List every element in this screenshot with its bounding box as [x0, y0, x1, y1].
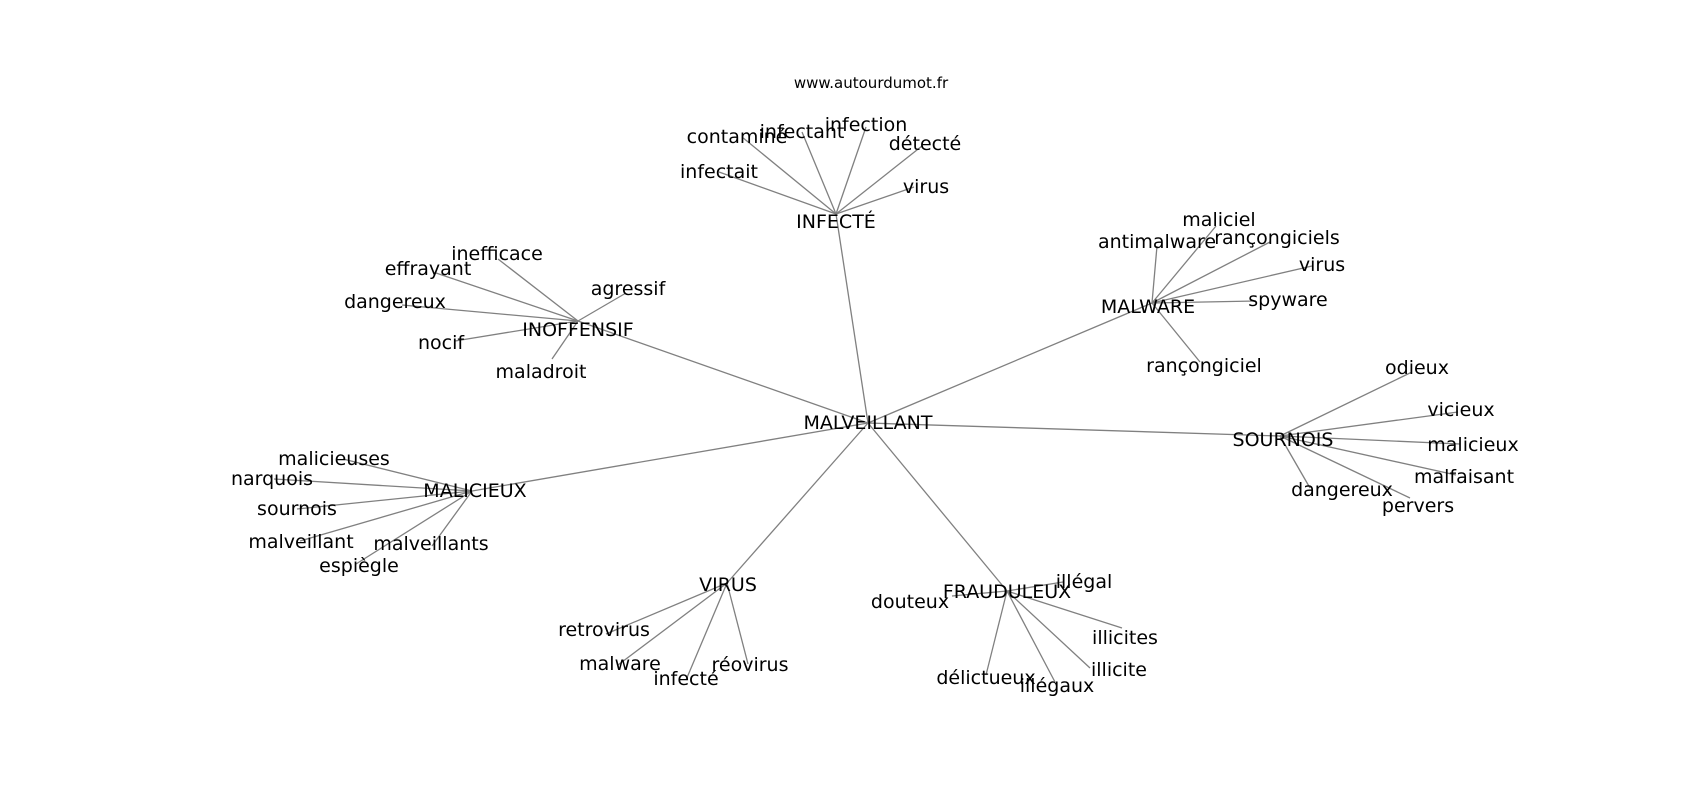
- cluster-node: FRAUDULEUX: [943, 581, 1071, 603]
- edge-cluster-leaf: [577, 292, 627, 322]
- edge-cluster-leaf: [435, 272, 579, 322]
- cluster-node: VIRUS: [699, 574, 757, 596]
- edge-cluster-leaf: [1151, 300, 1257, 304]
- leaf-node: délictueux: [936, 667, 1035, 689]
- edge-root-cluster: [726, 422, 869, 584]
- graph-labels: MALVEILLANT contaminéinfectantinfectiond…: [231, 114, 1519, 697]
- leaf-node: malicieux: [1427, 434, 1518, 456]
- edge-cluster-leaf: [801, 131, 837, 215]
- edge-cluster-leaf: [401, 304, 579, 322]
- edge-cluster-leaf: [835, 186, 915, 215]
- edge-cluster-leaf: [431, 490, 473, 547]
- leaf-node: antimalware: [1098, 231, 1216, 253]
- edge-cluster-leaf: [685, 582, 728, 681]
- leaf-node: infecté: [653, 668, 718, 690]
- leaf-node: agressif: [591, 278, 667, 300]
- leaf-node: virus: [903, 176, 949, 198]
- edge-cluster-leaf: [1279, 435, 1311, 489]
- leaf-node: nocif: [418, 332, 465, 354]
- leaf-node: malicieuses: [278, 448, 390, 470]
- edge-cluster-leaf: [299, 490, 473, 542]
- edge-cluster-leaf: [951, 590, 1008, 597]
- edge-cluster-leaf: [296, 490, 473, 510]
- edge-cluster-leaf: [718, 171, 837, 215]
- leaf-node: illégaux: [1020, 675, 1095, 697]
- root-node: MALVEILLANT: [804, 412, 933, 434]
- edge-root-cluster: [867, 302, 1153, 424]
- leaf-node: pervers: [1382, 495, 1454, 517]
- edge-cluster-leaf: [605, 582, 728, 635]
- edge-cluster-leaf: [1006, 590, 1123, 629]
- edge-cluster-leaf: [497, 258, 579, 322]
- cluster-node: INFECTÉ: [796, 210, 876, 233]
- edge-root-cluster: [577, 320, 869, 424]
- edge-cluster-leaf: [1279, 435, 1411, 499]
- edge-cluster-leaf: [1279, 435, 1461, 445]
- leaf-node: dangereux: [344, 291, 446, 313]
- leaf-node: retrovirus: [558, 619, 650, 641]
- leaf-node: malfaisant: [1414, 466, 1514, 488]
- edge-cluster-leaf: [1279, 371, 1413, 437]
- leaf-node: espiègle: [319, 555, 399, 577]
- edge-cluster-leaf: [726, 582, 749, 665]
- edge-cluster-leaf: [355, 490, 473, 565]
- leaf-node: malveillants: [373, 533, 488, 555]
- edge-cluster-leaf: [835, 126, 867, 215]
- leaf-node: narquois: [231, 468, 313, 490]
- leaf-node: spyware: [1248, 289, 1327, 311]
- edge-root-cluster: [867, 422, 1008, 592]
- edge-cluster-leaf: [1006, 590, 1091, 669]
- leaf-node: contaminé: [687, 126, 788, 148]
- leaf-node: vicieux: [1427, 399, 1494, 421]
- leaf-node: infection: [825, 114, 908, 136]
- leaf-node: maladroit: [496, 361, 587, 383]
- cluster-node: MALICIEUX: [423, 480, 526, 502]
- edge-cluster-leaf: [1279, 435, 1457, 476]
- leaf-node: dangereux: [1291, 479, 1393, 501]
- cluster-node: INOFFENSIF: [522, 319, 633, 341]
- edge-cluster-leaf: [835, 145, 923, 215]
- graph-edges: [273, 126, 1461, 683]
- leaf-node: inefficace: [451, 243, 543, 265]
- leaf-node: effrayant: [385, 258, 472, 280]
- cluster-node: MALWARE: [1101, 296, 1195, 318]
- edge-cluster-leaf: [741, 136, 837, 215]
- edge-cluster-leaf: [985, 590, 1008, 676]
- leaf-node: illégal: [1056, 571, 1113, 593]
- edge-cluster-leaf: [1279, 411, 1459, 437]
- edge-cluster-leaf: [273, 478, 473, 492]
- leaf-node: virus: [1299, 254, 1345, 276]
- leaf-node: infectait: [680, 161, 758, 183]
- edge-cluster-leaf: [1151, 225, 1217, 304]
- leaf-node: illicites: [1092, 627, 1158, 649]
- leaf-node: rançongiciel: [1146, 355, 1262, 377]
- edge-cluster-leaf: [1151, 241, 1271, 304]
- edge-cluster-leaf: [1006, 590, 1056, 683]
- leaf-node: infectant: [760, 121, 845, 143]
- edge-cluster-leaf: [1006, 581, 1064, 592]
- leaf-node: réovirus: [712, 654, 789, 676]
- leaf-node: douteux: [871, 591, 949, 613]
- edge-cluster-leaf: [342, 458, 473, 492]
- edge-root-cluster: [471, 422, 869, 492]
- edge-cluster-leaf: [1151, 245, 1158, 304]
- edge-cluster-leaf: [1151, 265, 1313, 304]
- leaf-node: odieux: [1385, 357, 1449, 379]
- leaf-node: maliciel: [1182, 209, 1255, 231]
- edge-cluster-leaf: [454, 320, 579, 342]
- leaf-node: illicite: [1091, 659, 1147, 681]
- leaf-node: malware: [579, 653, 661, 675]
- edge-cluster-leaf: [617, 582, 728, 666]
- leaf-node: malveillant: [248, 531, 353, 553]
- edge-cluster-leaf: [1151, 302, 1201, 363]
- leaf-node: détecté: [889, 133, 961, 155]
- edge-cluster-leaf: [551, 320, 579, 360]
- cluster-node: SOURNOIS: [1233, 429, 1334, 451]
- source-website: www.autourdumot.fr: [794, 74, 949, 92]
- edge-root-cluster: [867, 422, 1281, 437]
- leaf-node: sournois: [257, 498, 337, 520]
- leaf-node: rançongiciels: [1214, 227, 1340, 249]
- edge-root-cluster: [835, 213, 869, 424]
